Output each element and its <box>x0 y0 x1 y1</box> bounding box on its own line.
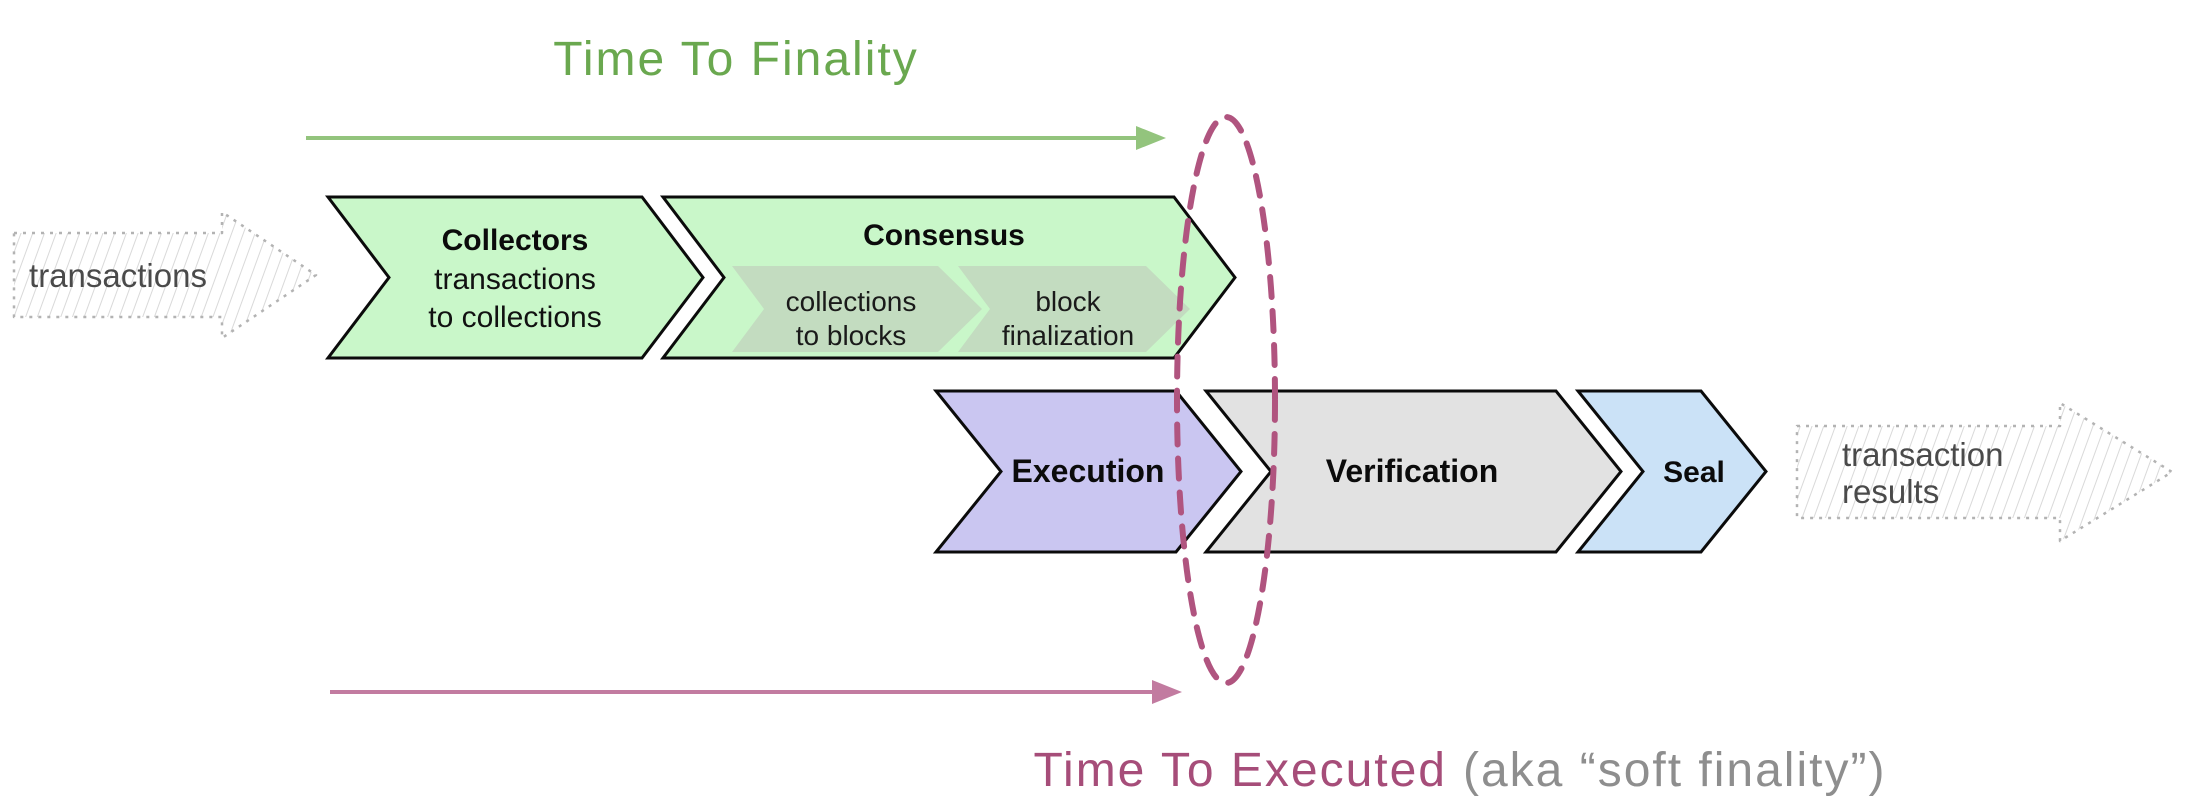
transactions-arrow-shape-icon <box>12 210 318 340</box>
consensus-sub1-line1: collections <box>786 286 917 317</box>
results-label-line2: results <box>1842 473 1939 510</box>
time-to-finality-arrowhead-icon <box>1136 126 1166 150</box>
transactions-input-label: transactions <box>29 257 207 294</box>
transaction-results-output-arrow: transaction results <box>1795 401 2174 543</box>
execution-stage: Execution <box>932 389 1243 554</box>
consensus-title: Consensus <box>863 219 1025 252</box>
seal-stage: Seal <box>1574 389 1768 554</box>
execution-title: Execution <box>1012 453 1165 489</box>
transactions-input-arrow: transactions <box>12 210 318 340</box>
consensus-sub2-line1: block <box>1035 286 1101 317</box>
collectors-chevron <box>324 195 705 360</box>
time-to-executed-title: Time To Executed <box>1033 744 1447 797</box>
time-to-finality-title: Time To Finality <box>553 33 918 86</box>
consensus-sub1-chevron <box>732 266 982 352</box>
consensus-sub1-line2: to blocks <box>796 320 907 351</box>
seal-title: Seal <box>1663 456 1725 489</box>
verification-title: Verification <box>1326 453 1499 489</box>
results-label-line1: transaction <box>1842 436 2003 473</box>
time-to-executed-arrowhead-icon <box>1152 680 1182 704</box>
consensus-sub2-line2: finalization <box>1002 320 1134 351</box>
results-arrow-shape-icon <box>1795 401 2174 543</box>
collectors-title: Collectors <box>442 224 589 257</box>
soft-finality-ellipse <box>1174 114 1278 686</box>
time-to-executed-suffix: (aka “soft finality”) <box>1463 744 1886 797</box>
consensus-stage: Consensus collections to blocks block fi… <box>659 195 1237 360</box>
collectors-line1: transactions <box>434 263 596 296</box>
collectors-line2: to collections <box>428 301 601 334</box>
consensus-sub2-chevron <box>958 266 1190 352</box>
seal-chevron <box>1574 389 1768 554</box>
collectors-stage: Collectors transactions to collections <box>324 195 705 360</box>
verification-stage: Verification <box>1202 389 1623 554</box>
